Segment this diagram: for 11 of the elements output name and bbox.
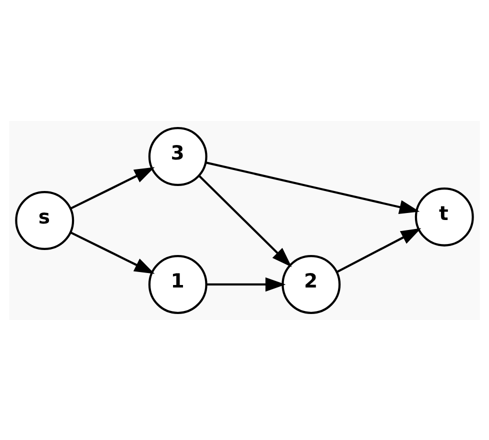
node-circle: s — [15, 190, 74, 250]
node-circle: 3 — [148, 126, 208, 186]
arrow — [70, 231, 155, 274]
arrow — [206, 161, 420, 214]
node-circle: t — [414, 186, 474, 246]
node-circle: 1 — [148, 254, 208, 314]
arrow — [70, 166, 155, 209]
arrow — [336, 228, 422, 272]
arrow — [206, 276, 286, 292]
arrow — [198, 174, 292, 267]
node-circle: 2 — [282, 254, 341, 314]
